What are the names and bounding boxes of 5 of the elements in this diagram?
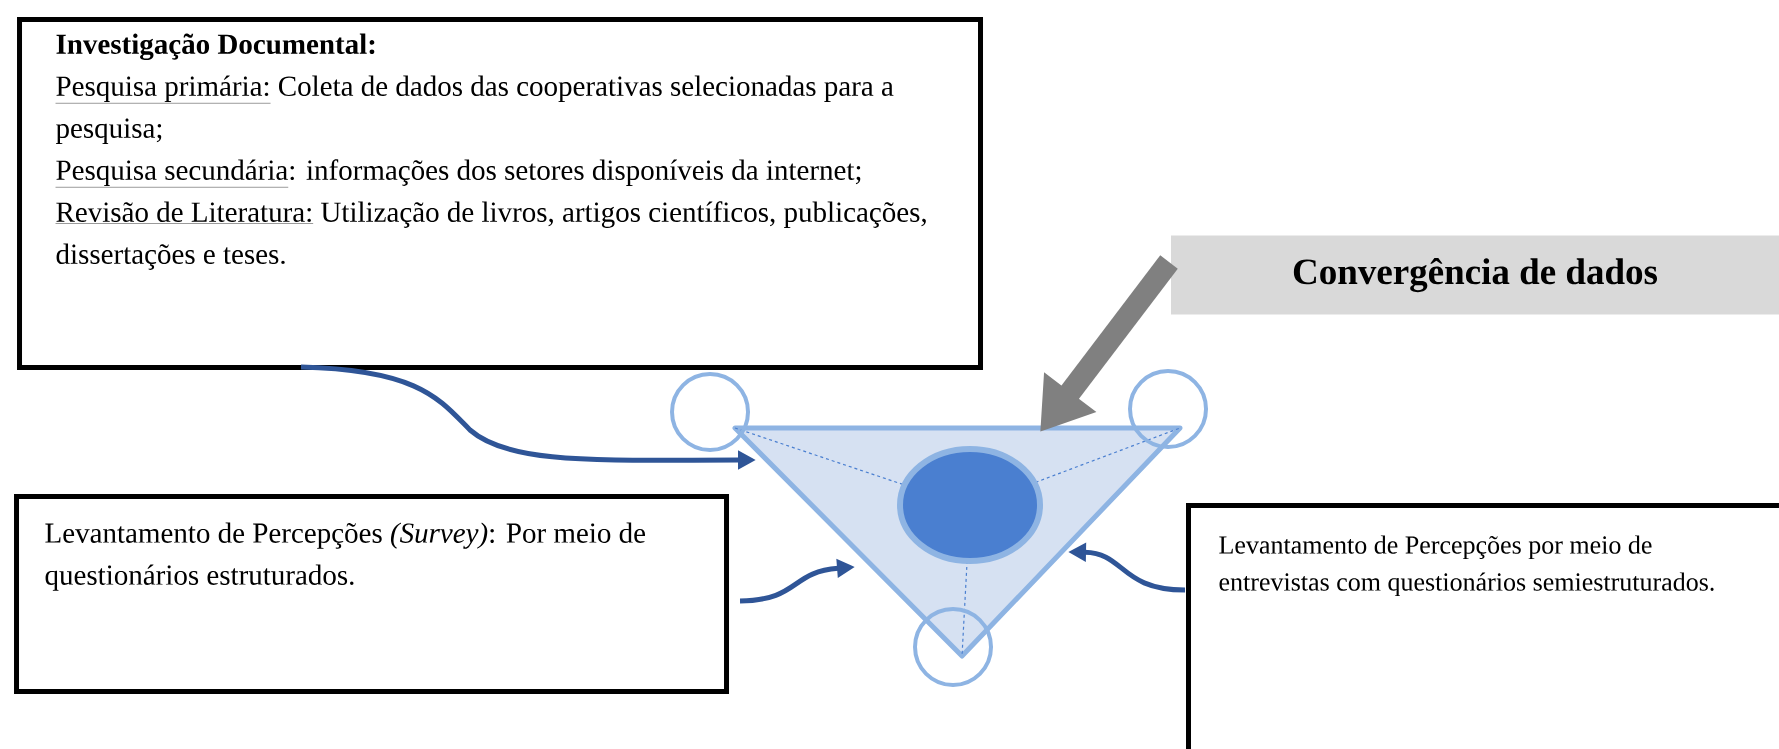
triangle-drawing [670, 369, 1208, 687]
text-box: Levantamento de Percepções (Survey): Por meio de questionários estruturados. [14, 494, 729, 694]
text-box: Investigação Documental: Pesquisa primária: Coleta de dados das cooperativas selecionadas para a pesquisa; Pesquisa secundária: informações dos setores disponíveis da internet; Revisão de Literatura: Utilização de livros, artigos científicos, publicações, dissertações e teses. [17, 17, 983, 370]
text-box: Levantamento de Percepções por meio de entrevistas com questionários semiestruturados. [1186, 503, 1779, 749]
title-banner: Convergência de dados [1171, 235, 1779, 315]
